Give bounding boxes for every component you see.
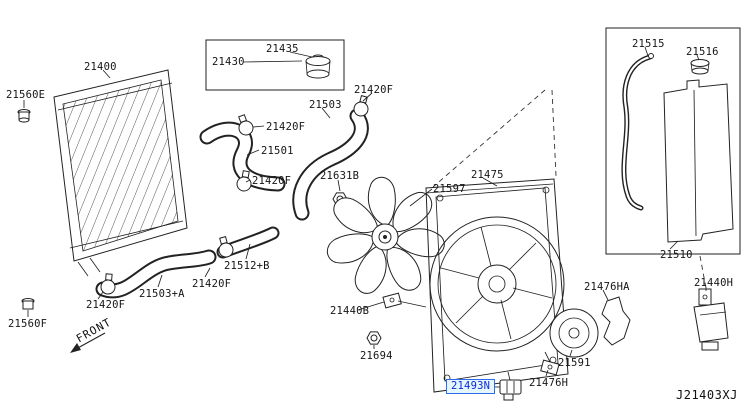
part-label-21501[interactable]: 21501 (261, 145, 294, 157)
radiator-cap-inset (205, 39, 345, 91)
lower-hose-21503a-illustration (95, 249, 217, 299)
part-label-21597[interactable]: 21597 (433, 183, 466, 195)
part-label-21591[interactable]: 21591 (558, 357, 591, 369)
part-21493n-illustration (499, 371, 522, 401)
part-label-21435[interactable]: 21435 (266, 43, 299, 55)
leader-lines (23, 46, 707, 388)
drain-plug-illustration (17, 109, 31, 123)
part-label-21420f-1[interactable]: 21420F (354, 84, 394, 96)
part-label-21430[interactable]: 21430 (212, 56, 245, 68)
part-label-21560e[interactable]: 21560E (6, 89, 46, 101)
fan-illustration (326, 176, 445, 294)
part-label-21510[interactable]: 21510 (660, 249, 693, 261)
grommet-illustration (21, 298, 35, 310)
part-label-21420f-4[interactable]: 21420F (192, 278, 232, 290)
bracket-21476ha-illustration (601, 296, 631, 346)
part-label-21694[interactable]: 21694 (360, 350, 393, 362)
part-label-21503[interactable]: 21503 (309, 99, 342, 111)
front-arrow-icon (70, 332, 106, 353)
part-label-21512b[interactable]: 21512+B (224, 260, 270, 272)
part-label-21476ha[interactable]: 21476HA (584, 281, 630, 293)
part-label-21420f-3[interactable]: 21420F (252, 175, 292, 187)
reservoir-inset (605, 27, 741, 255)
diagram-code: J21403XJ (676, 388, 738, 402)
hose-clamp-icon (99, 272, 117, 296)
part-label-21400[interactable]: 21400 (84, 61, 117, 73)
part-label-21493n-selected[interactable]: 21493N (446, 379, 496, 394)
part-label-21420f-2[interactable]: 21420F (266, 121, 306, 133)
part-label-21631b[interactable]: 21631B (320, 170, 360, 182)
radiator-illustration (53, 69, 188, 277)
part-label-21440b[interactable]: 21440B (330, 305, 370, 317)
part-label-21420f-5[interactable]: 21420F (86, 299, 126, 311)
fan-motor-illustration (549, 308, 599, 358)
upper-hose-21503-illustration (292, 108, 369, 221)
part-label-21515[interactable]: 21515 (632, 38, 665, 50)
part-label-21516[interactable]: 21516 (686, 46, 719, 58)
connector-21440h-illustration (693, 288, 729, 351)
fan-shroud-illustration (425, 178, 569, 393)
part-label-21503a[interactable]: 21503+A (139, 288, 185, 300)
part-label-21476h[interactable]: 21476H (529, 377, 569, 389)
bracket-21440b-illustration (382, 292, 427, 309)
part-label-21440h[interactable]: 21440H (694, 277, 734, 289)
part-label-21560f[interactable]: 21560F (8, 318, 48, 330)
hose-21501-illustration (199, 121, 286, 192)
part-label-21475[interactable]: 21475 (471, 169, 504, 181)
nut-icon (366, 331, 382, 345)
bracket-21476h-illustration (540, 351, 560, 376)
